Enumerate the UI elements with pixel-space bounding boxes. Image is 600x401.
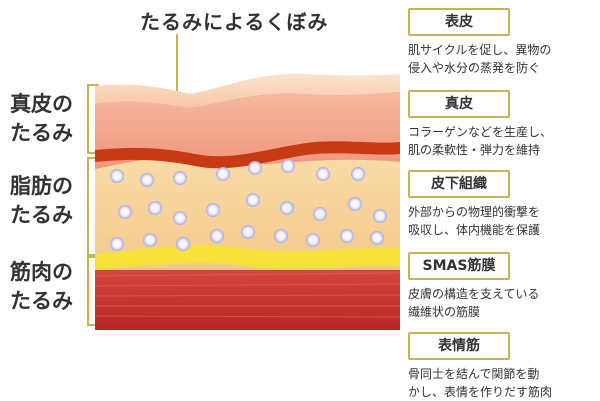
legend-facial-muscle-desc-line1: 骨同士を結んで関節を動	[408, 367, 540, 381]
legend-dermis: 真皮 コラーゲンなどを生産し、 肌の柔軟性・弾力を維持	[408, 90, 594, 159]
legend-facial-muscle: 表情筋 骨同士を結んで関節を動 かし、表情を作りだす筋肉	[408, 332, 594, 401]
legend-epidermis-desc-line1: 肌サイクルを促し、異物の	[408, 43, 552, 57]
label-fat-line1: 脂肪の	[10, 174, 73, 198]
label-dermis-line2: たるみ	[10, 121, 73, 145]
legend-facial-muscle-desc: 骨同士を結んで関節を動 かし、表情を作りだす筋肉	[408, 365, 594, 401]
skin-cross-section	[95, 73, 400, 330]
legend-subcutaneous-desc-line1: 外部からの物理的衝撃を	[408, 205, 541, 219]
legend-epidermis-desc: 肌サイクルを促し、異物の 侵入や水分の蒸発を防ぐ	[408, 41, 594, 77]
fat-cell	[210, 229, 224, 243]
fat-cell	[340, 229, 354, 243]
bracket-fat	[87, 157, 99, 256]
legend-dermis-desc-line1: コラーゲンなどを生産し、	[408, 125, 553, 139]
muscle-fiber-lines	[95, 272, 400, 318]
legend-subcutaneous: 皮下組織 外部からの物理的衝撃を 吸収し、体内機能を保護	[408, 170, 594, 239]
fat-cell	[248, 161, 262, 175]
fat-cell	[241, 225, 255, 239]
fat-cell	[281, 159, 295, 173]
fat-cell	[110, 169, 124, 183]
legend-smas-desc-line2: 繊維状の筋膜	[408, 305, 481, 319]
diagram-title: たるみによるくぼみ	[140, 10, 329, 34]
legend-epidermis-title: 表皮	[408, 8, 510, 36]
fat-cell	[370, 231, 384, 245]
fat-cell	[348, 197, 362, 211]
legend-dermis-desc-line2: 肌の柔軟性・弾力を維持	[408, 143, 541, 157]
label-fat-sagging: 脂肪の たるみ	[10, 172, 73, 230]
fat-cell	[216, 167, 230, 181]
legend-dermis-desc: コラーゲンなどを生産し、 肌の柔軟性・弾力を維持	[408, 123, 594, 159]
fat-cell	[280, 201, 294, 215]
label-dermis-sagging: 真皮の たるみ	[10, 90, 73, 148]
legend-subcutaneous-desc-line2: 吸収し、体内機能を保護	[408, 223, 541, 237]
label-muscle-line2: たるみ	[10, 289, 73, 313]
layer-subcutaneous	[95, 153, 400, 270]
legend-smas-title: SMAS筋膜	[408, 252, 510, 280]
fat-cell	[173, 171, 187, 185]
layer-smas-fascia	[95, 245, 400, 270]
legend-subcutaneous-desc: 外部からの物理的衝撃を 吸収し、体内機能を保護	[408, 203, 594, 239]
layer-dermis-band	[95, 141, 400, 169]
label-muscle-sagging: 筋肉の たるみ	[10, 258, 73, 316]
layer-epidermis	[95, 73, 400, 108]
label-fat-line2: たるみ	[10, 203, 73, 227]
fat-cell	[313, 207, 327, 221]
fat-cell	[148, 201, 162, 215]
legend-dermis-title: 真皮	[408, 90, 510, 118]
fat-cell	[206, 203, 220, 217]
fat-cell	[306, 233, 320, 247]
fat-cell	[373, 209, 387, 223]
legend-facial-muscle-title: 表情筋	[408, 332, 510, 360]
fat-cell	[176, 237, 190, 251]
fat-cell	[246, 193, 260, 207]
fat-cell	[143, 233, 157, 247]
legend-smas-desc-line1: 皮膚の構造を支えている	[408, 287, 540, 301]
legend-facial-muscle-desc-line2: かし、表情を作りだす筋肉	[408, 385, 553, 399]
fat-cell	[110, 237, 124, 251]
fat-cell	[351, 167, 365, 181]
fat-cell	[274, 229, 288, 243]
fat-cell	[140, 173, 154, 187]
bracket-muscle	[87, 256, 99, 326]
bracket-dermis	[87, 84, 99, 154]
fat-cell	[173, 211, 187, 225]
legend-smas: SMAS筋膜 皮膚の構造を支えている 繊維状の筋膜	[408, 252, 594, 321]
title-pointer-line	[176, 34, 178, 96]
label-dermis-line1: 真皮の	[10, 92, 73, 116]
legend-smas-desc: 皮膚の構造を支えている 繊維状の筋膜	[408, 285, 594, 321]
label-muscle-line1: 筋肉の	[10, 260, 73, 284]
fat-cell	[118, 205, 132, 219]
legend-subcutaneous-title: 皮下組織	[408, 170, 510, 198]
fat-cell	[316, 167, 330, 181]
fat-cells	[110, 159, 387, 251]
legend-epidermis: 表皮 肌サイクルを促し、異物の 侵入や水分の蒸発を防ぐ	[408, 8, 594, 77]
legend-epidermis-desc-line2: 侵入や水分の蒸発を防ぐ	[408, 61, 541, 75]
